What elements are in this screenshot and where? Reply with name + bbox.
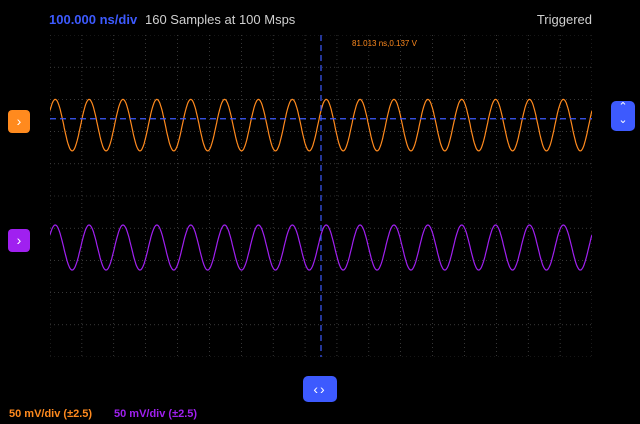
time-cursor-button[interactable]: ‹› xyxy=(303,376,337,402)
oscilloscope-screen[interactable]: 81.013 ns,0.137 V xyxy=(50,35,592,357)
ch1-scale-label[interactable]: 50 mV/div (±2.5) xyxy=(9,408,93,420)
ch1-offset-button[interactable]: › xyxy=(8,110,30,133)
chevron-right-icon: › xyxy=(16,113,22,129)
chevron-left-right-icon: ‹› xyxy=(313,381,327,397)
top-status-bar: 100.000 ns/div 160 Samples at 100 Msps T… xyxy=(0,0,640,34)
chevron-down-icon: ⌄ xyxy=(618,114,628,126)
ch2-scale-label[interactable]: 50 mV/div (±2.5) xyxy=(114,408,198,420)
timebase-label[interactable]: 100.000 ns/div xyxy=(49,12,138,27)
cursor-readout: 81.013 ns,0.137 V xyxy=(352,39,418,48)
ch2-trace xyxy=(50,224,592,271)
ch2-offset-button[interactable]: › xyxy=(8,229,30,252)
chevron-right-icon: › xyxy=(16,232,22,248)
waveform-display[interactable]: 81.013 ns,0.137 V xyxy=(50,35,592,357)
trigger-level-button[interactable]: ⌃ ⌄ xyxy=(611,101,635,131)
samples-label: 160 Samples at 100 Msps xyxy=(145,12,296,27)
chevron-up-icon: ⌃ xyxy=(618,101,628,113)
trigger-status: Triggered xyxy=(536,12,592,27)
